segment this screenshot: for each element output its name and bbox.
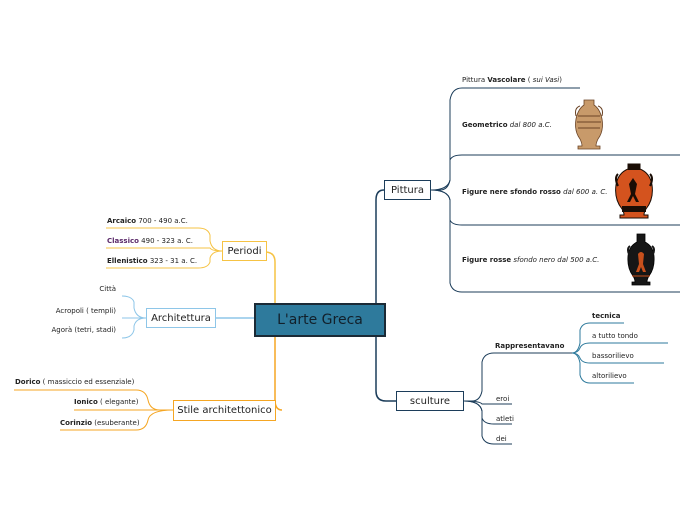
style-name: Figure rosse xyxy=(462,256,512,264)
periodo-dates: 323 - 31 a. C. xyxy=(147,257,198,265)
style-date: dal 600 a. C. xyxy=(560,188,608,196)
central-topic[interactable]: L'arte Greca xyxy=(254,303,386,337)
periodo-classico[interactable]: Classico 490 - 323 a. C. xyxy=(107,237,193,246)
stile-name: Corinzio xyxy=(60,419,93,427)
tecnica-altorilievo[interactable]: altorilievo xyxy=(592,372,627,380)
soggetto-atleti[interactable]: atleti xyxy=(496,415,514,423)
black-figure-vase-image xyxy=(615,163,653,219)
red-figure-vase-image xyxy=(627,233,655,286)
periodo-name: Arcaico xyxy=(107,217,137,225)
tecnica-header[interactable]: tecnica xyxy=(592,312,621,320)
header-text: Pittura xyxy=(462,76,488,84)
pittura-figure-nere[interactable]: Figure nere sfondo rosso dal 600 a. C. xyxy=(462,188,607,197)
tecnica-tutto-tondo[interactable]: a tutto tondo xyxy=(592,332,638,340)
header-text: ( xyxy=(525,76,533,84)
stile-desc: (esuberante) xyxy=(92,419,140,427)
periodo-dates: 490 - 323 a. C. xyxy=(138,237,193,245)
stile-desc: ( massiccio ed essenziale) xyxy=(40,378,135,386)
header-italic: sui Vasi xyxy=(532,76,560,84)
style-name: Geometrico xyxy=(462,121,508,129)
style-date: dal 800 a.C. xyxy=(507,121,552,129)
node-pittura[interactable]: Pittura xyxy=(384,180,431,200)
pittura-vascolare[interactable]: Pittura Vascolare ( sui Vasi) xyxy=(462,76,562,85)
pittura-figure-rosse[interactable]: Figure rosse sfondo nero dal 500 a.C. xyxy=(462,256,599,265)
geometric-vase-image xyxy=(575,99,603,150)
node-sculture[interactable]: sculture xyxy=(396,391,464,411)
periodo-dates: 700 - 490 a.C. xyxy=(136,217,188,225)
soggetto-dei[interactable]: dei xyxy=(496,435,507,443)
header-bold: Vascolare xyxy=(487,76,526,84)
style-name: Figure nere sfondo rosso xyxy=(462,188,561,196)
architettura-item-acropoli[interactable]: Acropoli ( templi) xyxy=(55,307,116,315)
node-architettura[interactable]: Architettura xyxy=(146,308,216,328)
periodo-name: Ellenistico xyxy=(107,257,148,265)
rappresentavano-node[interactable]: Rappresentavano xyxy=(495,342,565,350)
periodo-name: Classico xyxy=(107,237,139,245)
stile-corinzio[interactable]: Corinzio (esuberante) xyxy=(60,419,140,428)
periodo-ellenistico[interactable]: Ellenistico 323 - 31 a. C. xyxy=(107,257,197,266)
soggetto-eroi[interactable]: eroi xyxy=(496,395,510,403)
pittura-geometrico[interactable]: Geometrico dal 800 a.C. xyxy=(462,121,552,130)
periodo-arcaico[interactable]: Arcaico 700 - 490 a.C. xyxy=(107,217,188,226)
style-date: sfondo nero dal 500 a.C. xyxy=(511,256,600,264)
stile-name: Dorico xyxy=(15,378,41,386)
stile-name: Ionico xyxy=(74,398,98,406)
header-text: ) xyxy=(559,76,562,84)
stile-ionico[interactable]: Ionico ( elegante) xyxy=(74,398,138,407)
architettura-item-agora[interactable]: Agorà (tetri, stadi) xyxy=(51,326,116,334)
node-periodi[interactable]: Periodi xyxy=(222,241,267,261)
node-stile-architettonico[interactable]: Stile architettonico xyxy=(173,400,276,421)
stile-dorico[interactable]: Dorico ( massiccio ed essenziale) xyxy=(15,378,134,387)
tecnica-bassorilievo[interactable]: bassorilievo xyxy=(592,352,634,360)
architettura-item-citta[interactable]: Città xyxy=(99,285,116,293)
stile-desc: ( elegante) xyxy=(97,398,139,406)
